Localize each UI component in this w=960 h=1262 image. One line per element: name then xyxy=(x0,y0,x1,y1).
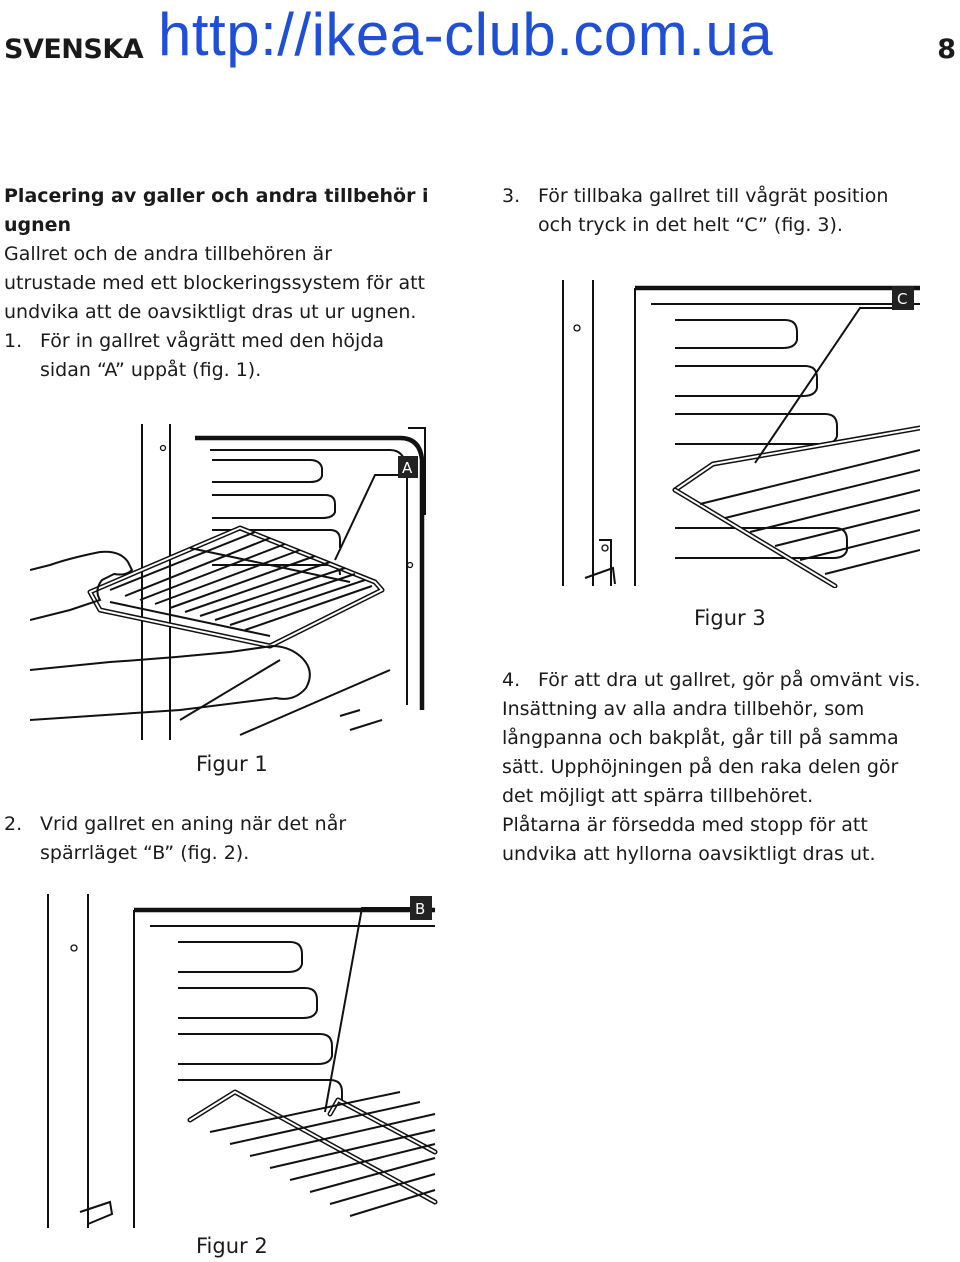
step-line: För att dra ut gallret, gör på omvänt vi… xyxy=(538,669,921,691)
step-line: sidan “A” uppåt (fig. 1). xyxy=(40,359,262,381)
intro-line: utrustade med ett blockeringssystem för … xyxy=(4,272,426,294)
intro-line: undvika att de oavsiktligt dras ut ur ug… xyxy=(4,301,417,323)
step-line: och tryck in det helt “C” (fig. 3). xyxy=(538,214,843,236)
intro-line: Gallret och de andra tillbehören är xyxy=(4,243,333,265)
step-4: 4. För att dra ut gallret, gör på omvänt… xyxy=(502,666,957,695)
section-heading: Placering av galler och andra tillbehör … xyxy=(4,185,429,236)
shelf-runners xyxy=(675,319,848,559)
step-number: 3. xyxy=(502,185,521,207)
step-number: 1. xyxy=(4,330,23,352)
left-text-block: Placering av galler och andra tillbehör … xyxy=(4,182,474,385)
figure-2-caption: Figur 2 xyxy=(196,1234,268,1258)
paragraph-line: sätt. Upphöjningen på den raka delen gör xyxy=(502,756,899,778)
figure-1-illustration: A xyxy=(30,424,426,740)
oven-rack xyxy=(187,1089,438,1217)
step-1: 1. För in gallret vågrätt med den höjda … xyxy=(4,327,474,385)
step-4-block: 4. För att dra ut gallret, gör på omvänt… xyxy=(502,666,957,869)
paragraph-line: det möjligt att spärra tillbehöret. xyxy=(502,785,814,807)
paragraph-line: Insättning av alla andra tillbehör, som xyxy=(502,698,865,720)
step-line: spärrläget “B” (fig. 2). xyxy=(40,842,250,864)
figure-3-illustration: C xyxy=(562,280,920,588)
step-line: Vrid gallret en aning när det når xyxy=(40,813,347,835)
oven-rack xyxy=(672,425,920,588)
step-3: 3. För tillbaka gallret till vågrät posi… xyxy=(502,182,952,240)
callout-b: B xyxy=(415,900,425,918)
step-line: För tillbaka gallret till vågrät positio… xyxy=(538,185,889,207)
callout-a: A xyxy=(402,459,413,477)
step-2: 2. Vrid gallret en aning när det når spä… xyxy=(4,810,474,868)
step-number: 4. xyxy=(502,669,521,691)
paragraph-line: långpanna och bakplåt, går till på samma xyxy=(502,727,899,749)
step-number: 2. xyxy=(4,813,23,835)
step-line: För in gallret vågrätt med den höjda xyxy=(40,330,385,352)
figure-1-caption: Figur 1 xyxy=(196,752,268,776)
figure-3-caption: Figur 3 xyxy=(694,606,766,630)
paragraph-line: undvika att hyllorna oavsiktligt dras ut… xyxy=(502,843,876,865)
paragraph-line: Plåtarna är försedda med stopp för att xyxy=(502,814,868,836)
shelf-runners xyxy=(178,941,343,1102)
oven-rack xyxy=(87,525,385,649)
callout-c: C xyxy=(897,290,907,308)
watermark-url: http://ikea-club.com.ua xyxy=(158,1,774,68)
page-number: 8 xyxy=(937,34,956,65)
language-label: SVENSKA xyxy=(4,34,144,65)
figure-2-illustration: B xyxy=(47,894,438,1228)
